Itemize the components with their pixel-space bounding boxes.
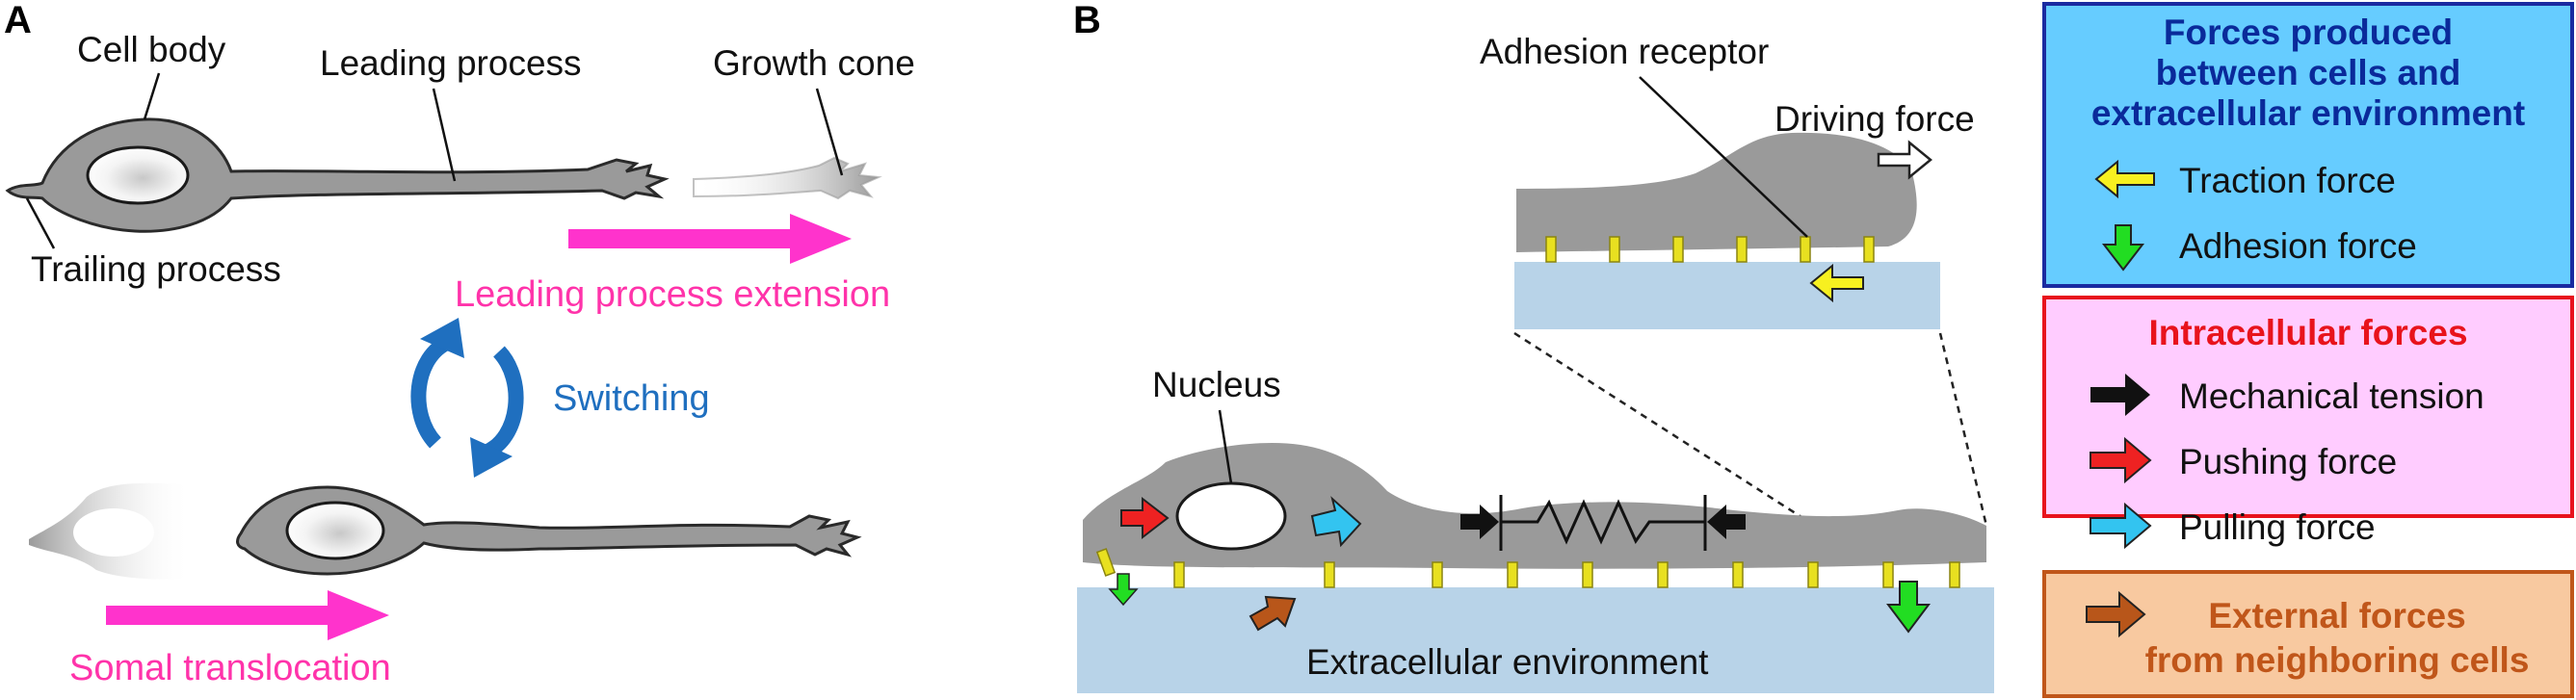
external-force-arrow bbox=[1249, 595, 1297, 632]
label-switching: Switching bbox=[553, 378, 710, 419]
legend-mechanical-tension: Mechanical tension bbox=[2179, 376, 2484, 416]
traction-force-icon bbox=[2094, 159, 2155, 199]
pulling-force-icon bbox=[2090, 502, 2152, 550]
label-somal-translocation: Somal translocation bbox=[69, 648, 391, 688]
legend1-title-line1: Forces produced bbox=[2164, 13, 2453, 52]
top-neuron bbox=[5, 117, 882, 233]
label-cell-body: Cell body bbox=[77, 30, 226, 69]
label-nucleus: Nucleus bbox=[1152, 365, 1281, 404]
extracellular-substrate bbox=[1077, 587, 1994, 693]
legend-box-cell-environment: Forces produced between cells and extrac… bbox=[2042, 2, 2574, 288]
adhesion-arrow-large bbox=[1886, 581, 1931, 634]
leading-process-extension-arrow bbox=[568, 214, 852, 264]
external-force-icon bbox=[2086, 590, 2146, 638]
legend1-title-line3: extracellular environment bbox=[2091, 93, 2525, 133]
switching-icon bbox=[410, 318, 524, 478]
legend-adhesion-force: Adhesion force bbox=[2179, 226, 2417, 266]
mechanical-tension-icon bbox=[2090, 374, 2150, 416]
adhesion-receptors-main bbox=[1095, 548, 1960, 588]
pulling-force-arrow bbox=[1310, 496, 1362, 548]
legend-box-external: External forces from neighboring cells bbox=[2042, 570, 2574, 698]
adhesion-arrow-small bbox=[1108, 573, 1139, 607]
legend-box-intracellular: Intracellular forces Mechanical tension … bbox=[2042, 296, 2574, 550]
legend3-title-line2: from neighboring cells bbox=[2145, 640, 2530, 680]
label-driving-force: Driving force bbox=[1774, 99, 1975, 139]
label-adhesion-receptor: Adhesion receptor bbox=[1480, 32, 1769, 71]
label-growth-cone: Growth cone bbox=[713, 43, 915, 83]
pushing-force-icon bbox=[2090, 436, 2152, 484]
label-trailing-process: Trailing process bbox=[31, 249, 281, 289]
pushing-force-arrow bbox=[1120, 496, 1170, 540]
tension-arrow-right bbox=[1707, 505, 1746, 539]
legend-traction-force: Traction force bbox=[2179, 161, 2396, 200]
somal-translocation-arrow bbox=[106, 590, 389, 640]
legend-pushing-force: Pushing force bbox=[2179, 442, 2397, 481]
legend1-title-line2: between cells and bbox=[2156, 53, 2461, 92]
nucleus bbox=[1175, 481, 1287, 551]
adhesion-receptors-inset bbox=[1545, 236, 1875, 263]
legend2-title: Intracellular forces bbox=[2148, 313, 2467, 352]
label-leading-process-extension: Leading process extension bbox=[455, 274, 890, 315]
migrating-cell bbox=[1083, 443, 1986, 588]
panel-b-letter: B bbox=[1073, 0, 1101, 41]
panel-a-letter: A bbox=[4, 0, 32, 41]
traction-arrow-inset bbox=[1809, 263, 1864, 303]
label-extracellular-environment: Extracellular environment bbox=[1306, 642, 1709, 682]
tension-arrow-left bbox=[1460, 505, 1499, 539]
adhesion-force-icon bbox=[2101, 224, 2145, 272]
bottom-neuron bbox=[29, 482, 862, 580]
driving-force-arrow bbox=[1877, 140, 1932, 180]
zoom-inset bbox=[1514, 132, 1940, 329]
label-leading-process: Leading process bbox=[320, 43, 582, 83]
mechanical-tension-spring bbox=[1460, 495, 1746, 551]
legend3-title-line1: External forces bbox=[2208, 596, 2465, 635]
legend-pulling-force: Pulling force bbox=[2179, 507, 2376, 547]
